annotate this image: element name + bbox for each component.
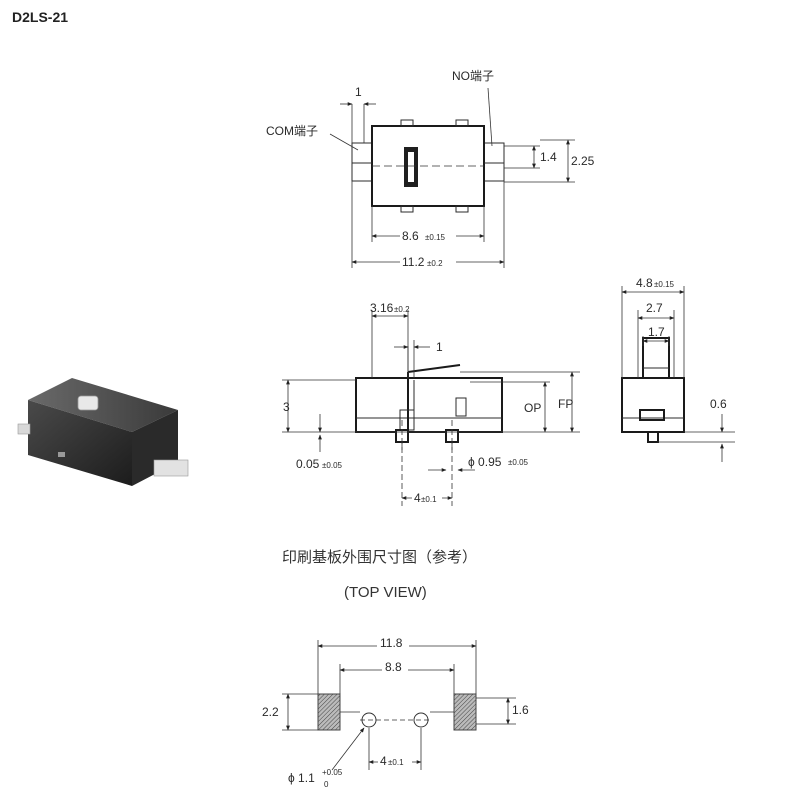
dim-1-7: 1.7 [648, 325, 665, 339]
dim-1-top: 1 [355, 85, 362, 99]
dim-11-8: 11.8 [380, 636, 403, 650]
dim-4-front: 4 [414, 491, 421, 505]
tol-3-16: ±0.2 [394, 305, 410, 314]
tol-4-front: ±0.1 [421, 495, 437, 504]
phi-0-95: ϕ 0.95 [468, 455, 502, 469]
dim-3-16: 3.16 [370, 301, 394, 315]
no-terminal-label: NO端子 [452, 69, 494, 83]
product-photo [17, 378, 189, 486]
tol-1-1-lower: 0 [324, 780, 329, 789]
tol-4-pcb: ±0.1 [388, 758, 404, 767]
tol-0-95: ±0.05 [508, 458, 529, 467]
dim-2-2: 2.2 [262, 705, 279, 719]
dim-4-pcb: 4 [380, 754, 387, 768]
dim-0-6: 0.6 [710, 397, 727, 411]
dim-8-8: 8.8 [385, 660, 402, 674]
front-view: 3 0.05 ±0.05 3.16 ±0.2 1 OP FP ϕ 0.95 ±0… [282, 301, 580, 506]
tol-1-1-upper: +0.05 [322, 768, 343, 777]
dim-1-4: 1.4 [540, 150, 557, 164]
pcb-caption: 印刷基板外围尺寸图（参考） [282, 548, 477, 566]
dim-0-05: 0.05 [296, 457, 320, 471]
pad-right [453, 693, 477, 731]
phi-1-1: ϕ 1.1 [288, 771, 315, 785]
tol-11-2: ±0.2 [427, 259, 443, 268]
dim-2-25: 2.25 [571, 154, 595, 168]
dim-2-7: 2.7 [646, 301, 663, 315]
side-view: 4.8 ±0.15 2.7 1.7 0.6 [621, 276, 735, 462]
pcb-footprint: 11.8 8.8 2.2 1.6 ϕ 1.1 +0.05 0 4 ±0.1 [262, 636, 529, 789]
tol-8-6: ±0.15 [425, 233, 446, 242]
dim-11-2: 11.2 [402, 255, 425, 269]
dim-8-6: 8.6 [402, 229, 419, 243]
pcb-subcaption: (TOP VIEW) [344, 584, 427, 601]
com-terminal-label: COM端子 [266, 124, 318, 138]
top-view: 1 COM端子 NO端子 1.4 2.25 8.6 ±0.15 11.2 ±0.… [266, 69, 595, 269]
tol-0-05: ±0.05 [322, 461, 343, 470]
drawing-title: D2LS-21 [12, 9, 68, 25]
pad-left [317, 693, 341, 731]
dim-1-6: 1.6 [512, 703, 529, 717]
dim-1-front: 1 [436, 340, 443, 354]
fp-label: FP [558, 397, 573, 411]
dim-4-8: 4.8 [636, 276, 653, 290]
dim-3: 3 [283, 400, 290, 414]
tol-4-8: ±0.15 [654, 280, 675, 289]
op-label: OP [524, 401, 541, 415]
